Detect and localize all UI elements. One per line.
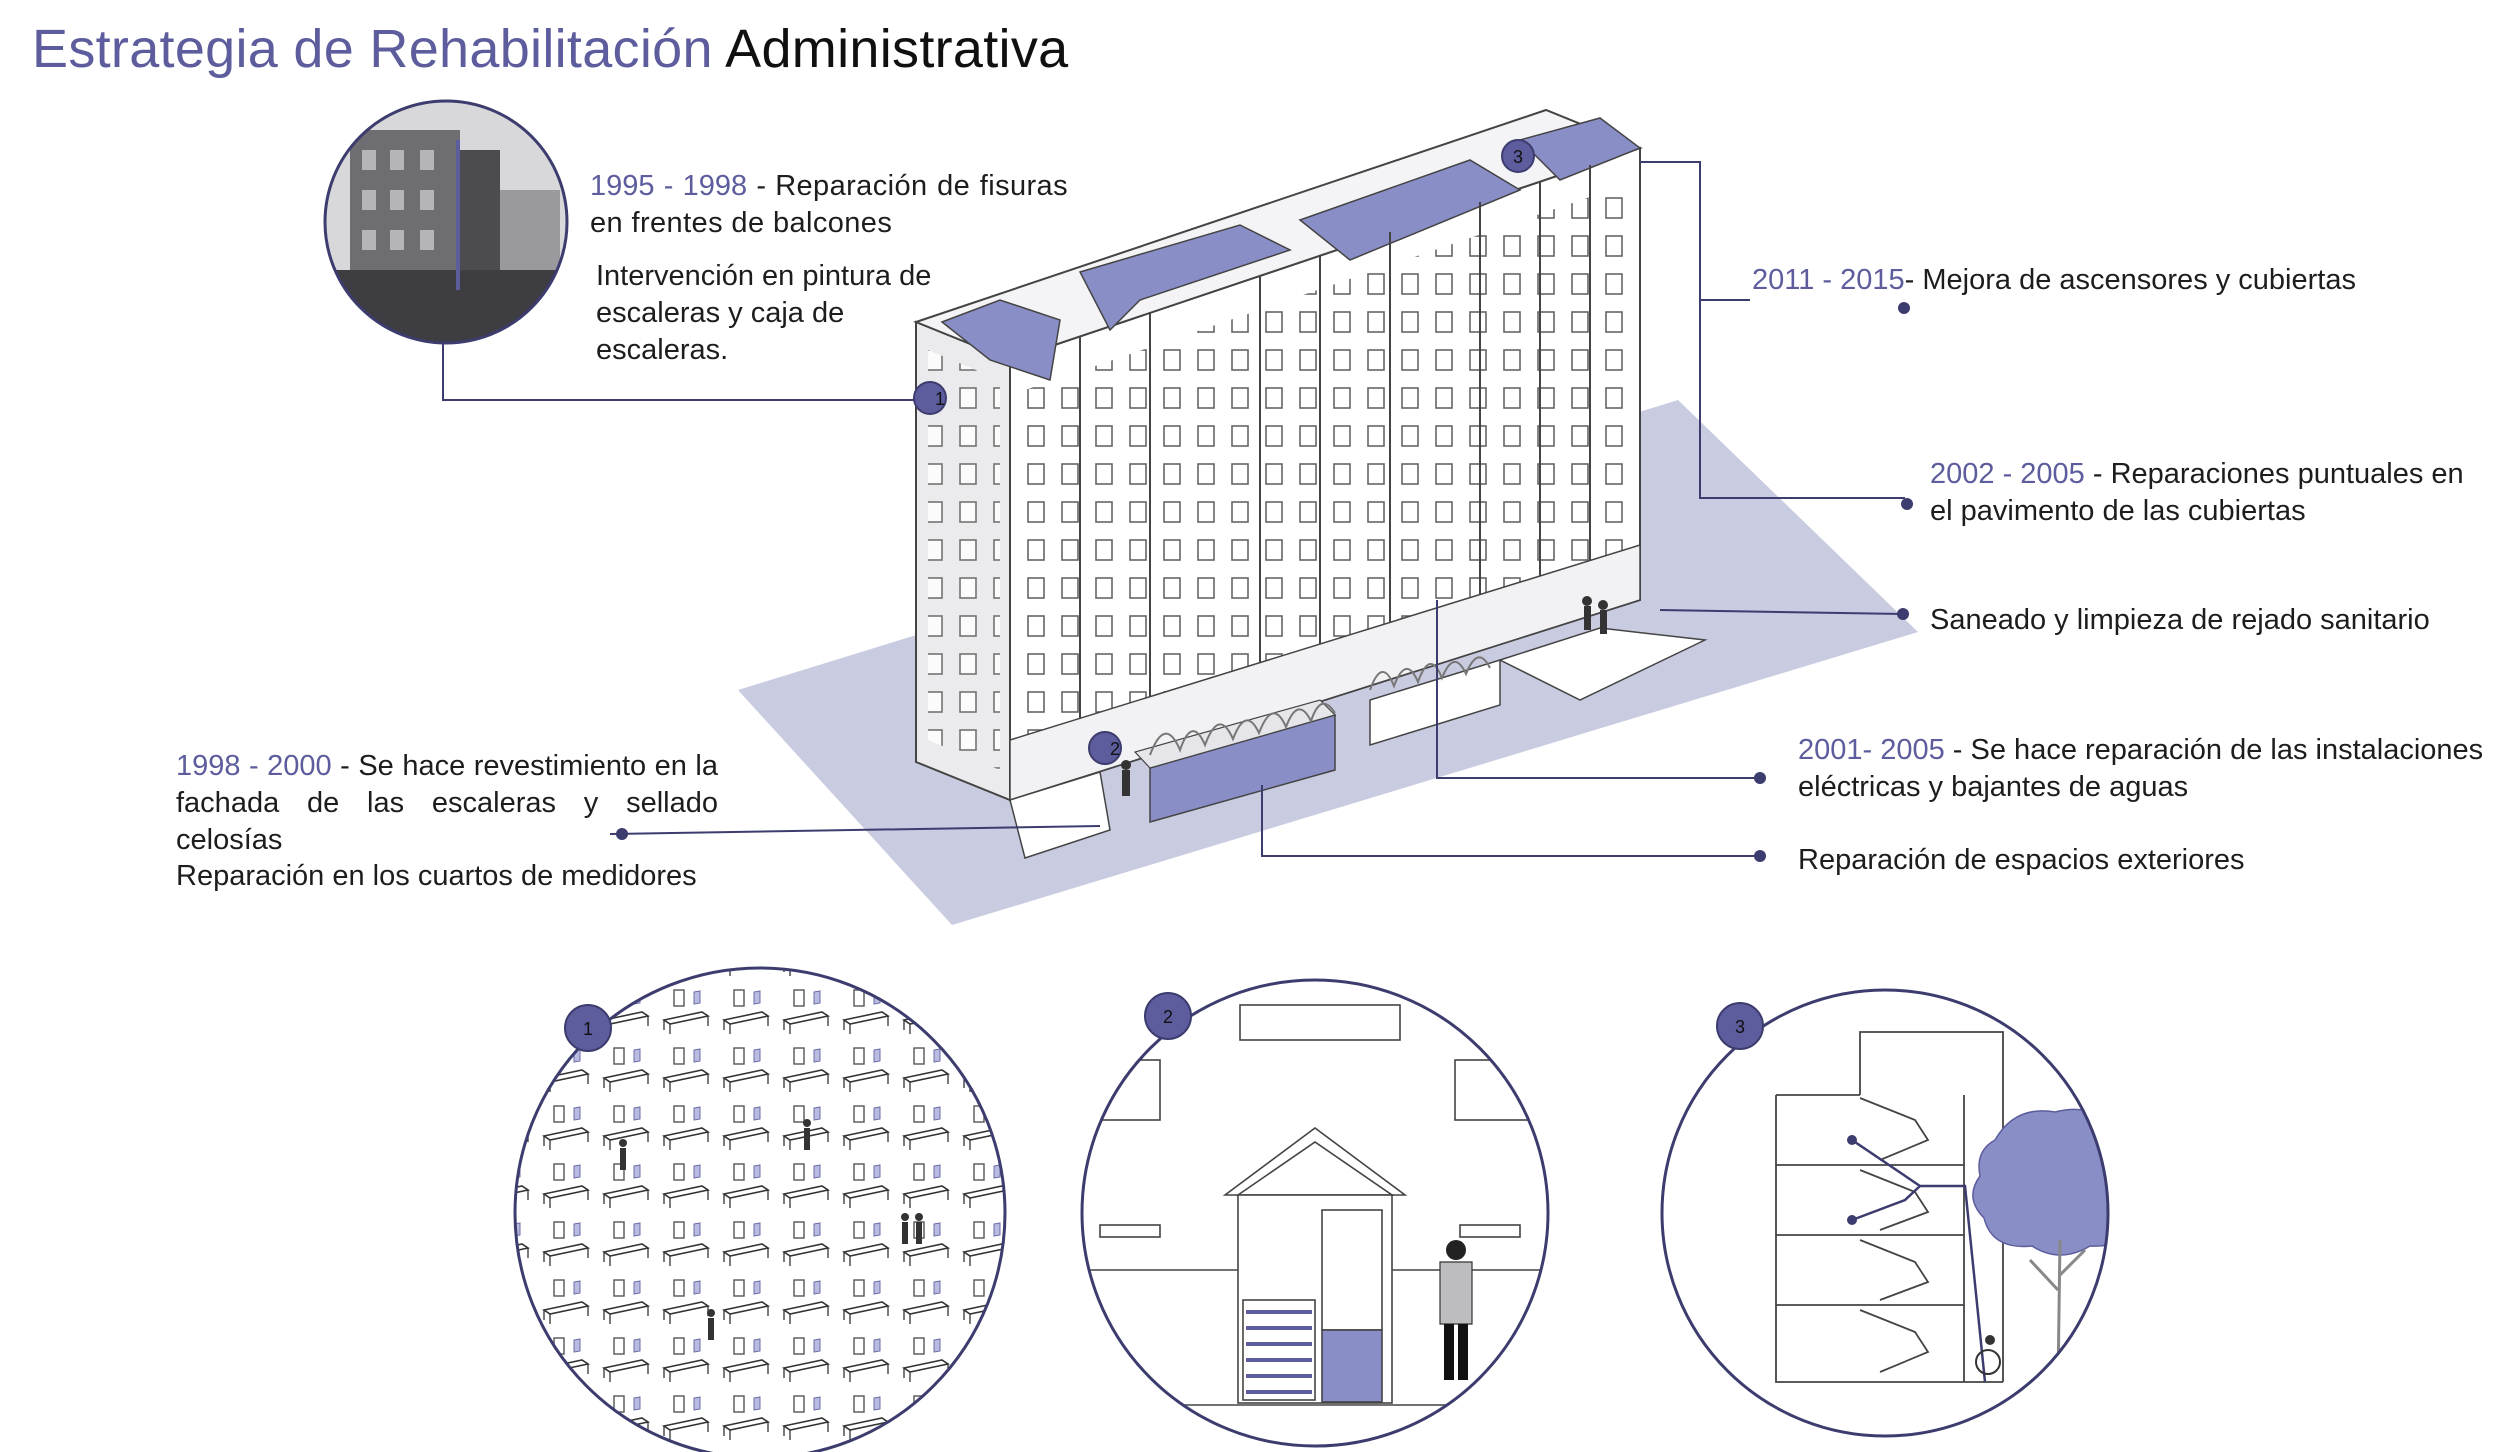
marker-1 <box>913 381 947 415</box>
photo-thumbnail <box>323 99 569 345</box>
annotation-1995-extra: Intervención en pintura de escaleras y c… <box>596 258 936 369</box>
page-title: Estrategia de Rehabilitación Administrat… <box>32 18 1068 80</box>
marker-3 <box>1501 139 1535 173</box>
marker-2-label: 2 <box>1110 739 1120 759</box>
annotation-2002-2005: 2002 - 2005 - Reparaciones puntuales en … <box>1930 456 2490 530</box>
annotation-1998-2000: 1998 - 2000 - Se hace revestimiento en l… <box>176 748 718 859</box>
marker-2 <box>1088 731 1122 765</box>
annotation-saneado: Saneado y limpieza de rejado sanitario <box>1930 602 2490 639</box>
leader-lines <box>442 161 1905 857</box>
detail-circle-meter-room: 2 <box>1080 978 1550 1448</box>
annotation-years: 2002 - 2005 <box>1930 458 2085 490</box>
annotation-separator: - <box>1944 734 1971 766</box>
detail-3-marker <box>1716 1002 1764 1050</box>
annotation-text: Reparación de fisuras en frentes de balc… <box>590 170 1068 239</box>
annotation-text: Reparación de espacios exteriores <box>1798 844 2245 876</box>
annotation-years: 1995 - 1998 <box>590 170 748 202</box>
detail-1-marker <box>564 1004 612 1052</box>
annotation-years: 1998 - 2000 <box>176 750 332 782</box>
marker-1-label: 1 <box>935 389 945 409</box>
detail-2-marker-label: 2 <box>1163 1007 1173 1027</box>
detail-2-marker <box>1144 992 1192 1040</box>
marker-3-label: 3 <box>1513 147 1523 167</box>
detail-circle-section: 3 <box>1660 988 2110 1438</box>
annotation-years: 2001- 2005 <box>1798 734 1945 766</box>
detail-3-marker-label: 3 <box>1735 1017 1745 1037</box>
annotation-separator: - <box>1904 264 1923 296</box>
annotation-text: Saneado y limpieza de rejado sanitario <box>1930 604 2430 636</box>
annotation-1998-extra: Reparación en los cuartos de medidores <box>176 858 776 895</box>
detail-circle-balconies: 1 <box>513 966 1007 1452</box>
leader-dots <box>616 302 1913 862</box>
annotation-2011-2015: 2011 - 2015- Mejora de ascensores y cubi… <box>1752 262 2472 299</box>
annotation-text: Se hace reparación de las instalaciones … <box>1798 734 2484 803</box>
annotation-text: Reparaciones puntuales en el pavimento d… <box>1930 458 2464 527</box>
title-part-1: Estrategia de Rehabilitación <box>32 19 713 79</box>
planter <box>1133 656 1501 823</box>
annotation-2001-2005: 2001- 2005 - Se hace reparación de las i… <box>1798 732 2488 806</box>
annotation-years: 2011 - 2015 <box>1752 264 1905 296</box>
annotation-separator: - <box>2084 458 2111 490</box>
annotation-text: Reparación en los cuartos de medidores <box>176 860 697 892</box>
annotation-separator: - <box>747 170 776 202</box>
annotation-1995-1998: 1995 - 1998 - Reparación de fisuras en f… <box>590 168 1068 242</box>
annotation-exteriores: Reparación de espacios exteriores <box>1798 842 2488 879</box>
annotation-separator: - <box>331 750 359 782</box>
annotation-text: Mejora de ascensores y cubiertas <box>1922 264 2356 296</box>
detail-1-marker-label: 1 <box>583 1019 593 1039</box>
title-part-2: Administrativa <box>725 19 1069 79</box>
annotation-text: Intervención en pintura de escaleras y c… <box>596 260 932 366</box>
isometric-building <box>913 108 1708 859</box>
annotation-text: Se hace revestimiento en la fachada de l… <box>176 750 718 856</box>
